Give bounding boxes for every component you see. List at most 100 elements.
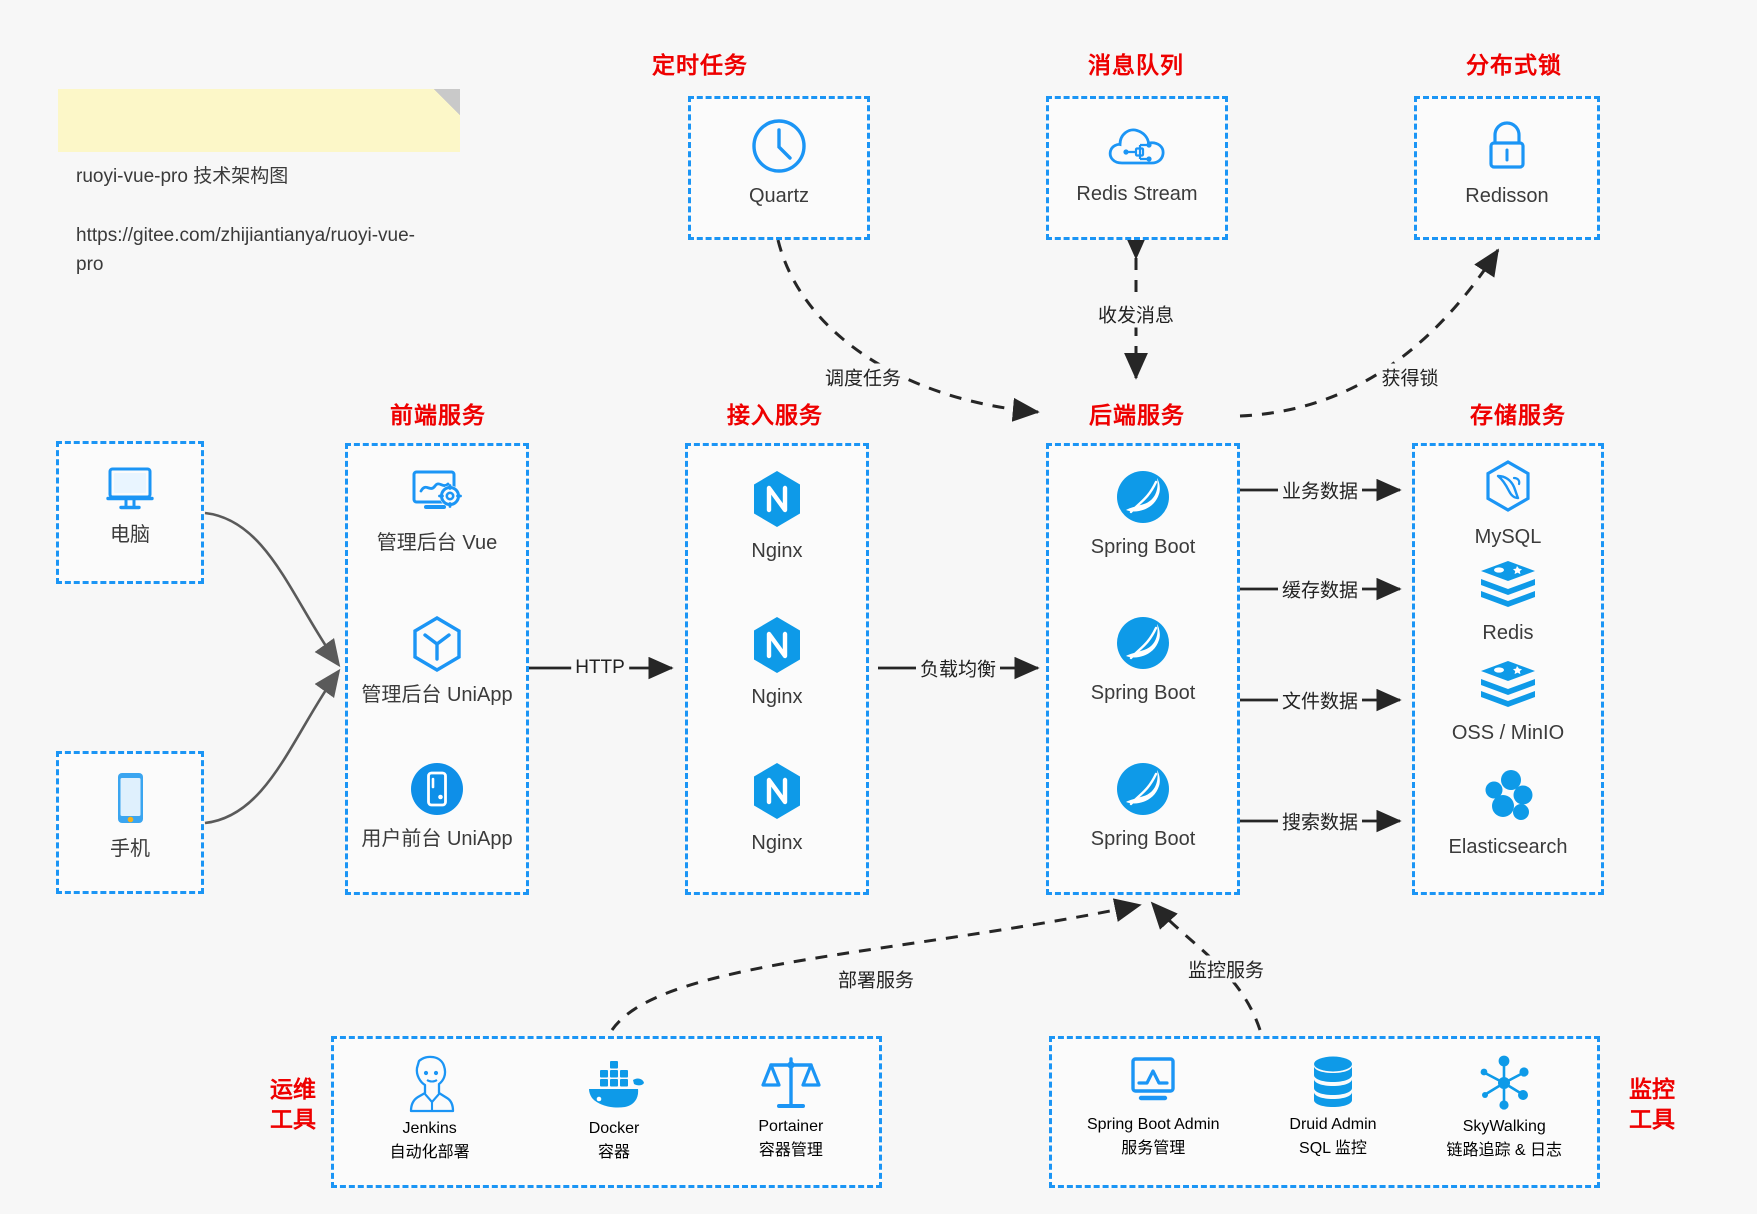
node-label-redis: Redis xyxy=(1482,622,1534,644)
node-nginx-3[interactable]: Nginx xyxy=(688,760,866,856)
group-title-scheduled-task: 定时任务 xyxy=(652,52,748,78)
group-box-devops: Jenkins 自动化部署 xyxy=(331,1036,882,1188)
node-user-uniapp[interactable]: 用户前台 UniApp xyxy=(348,760,526,852)
group-box-storage: MySQL Redis xyxy=(1412,443,1604,895)
docker-whale-icon xyxy=(581,1053,647,1120)
node-spring-boot-admin[interactable]: Spring Boot Admin 服务管理 xyxy=(1086,1053,1220,1158)
node-label-docker: Docker xyxy=(588,1120,640,1137)
edge-label-schedule-task: 调度任务 xyxy=(820,363,906,391)
node-spring-boot-1[interactable]: Spring Boot xyxy=(1049,468,1237,560)
node-druid-admin[interactable]: Druid Admin SQL 监控 xyxy=(1289,1053,1377,1158)
group-box-client-mobile: 手机 xyxy=(56,751,204,894)
node-mobile[interactable]: 手机 xyxy=(59,770,201,862)
node-sublabel-portainer: 容器管理 xyxy=(758,1142,823,1159)
edge-label-search-data: 搜索数据 xyxy=(1277,807,1363,835)
node-label-admin-vue: 管理后台 Vue xyxy=(376,532,498,554)
node-sublabel-spring-boot-admin: 服务管理 xyxy=(1121,1140,1186,1157)
node-oss-minio[interactable]: OSS / MinIO xyxy=(1415,658,1601,746)
node-label-mobile: 手机 xyxy=(110,838,150,860)
nginx-icon xyxy=(748,468,806,530)
edge-label-acquire-lock: 获得锁 xyxy=(1377,363,1443,391)
edge-label-monitor-service: 监控服务 xyxy=(1183,955,1269,983)
node-label-oss-minio: OSS / MinIO xyxy=(1451,722,1565,744)
redis-stack-icon xyxy=(1477,558,1539,612)
node-desktop[interactable]: 电脑 xyxy=(59,462,201,548)
group-title-gateway: 接入服务 xyxy=(727,402,823,428)
scales-icon xyxy=(759,1053,823,1118)
cloud-stream-icon xyxy=(1106,121,1168,173)
node-skywalking[interactable]: SkyWalking 链路追踪 & 日志 xyxy=(1446,1053,1562,1160)
node-spring-boot-3[interactable]: Spring Boot xyxy=(1049,760,1237,852)
hexagon-y-icon xyxy=(408,614,466,674)
group-box-scheduled-task: Quartz xyxy=(688,96,870,240)
spring-boot-icon xyxy=(1114,760,1172,818)
node-label-quartz: Quartz xyxy=(748,185,810,207)
edge-label-cache-data: 缓存数据 xyxy=(1277,575,1363,603)
node-label-druid-admin: Druid Admin xyxy=(1289,1116,1377,1133)
group-box-client-desktop: 电脑 xyxy=(56,441,204,584)
group-title-devops: 运维 工具 xyxy=(270,1076,316,1132)
monitoring-row: Spring Boot Admin 服务管理 Druid Admin xyxy=(1052,1053,1597,1160)
group-box-message-queue: Redis Stream xyxy=(1046,96,1228,240)
node-docker[interactable]: Docker 容器 xyxy=(581,1053,647,1162)
monitor-gear-icon xyxy=(406,466,468,522)
mysql-dolphin-icon xyxy=(1480,458,1536,516)
node-nginx-2[interactable]: Nginx xyxy=(688,614,866,710)
node-jenkins[interactable]: Jenkins 自动化部署 xyxy=(390,1053,470,1162)
node-label-mysql: MySQL xyxy=(1474,526,1542,548)
elasticsearch-icon xyxy=(1478,768,1538,826)
node-spring-boot-2[interactable]: Spring Boot xyxy=(1049,614,1237,706)
node-label-nginx-2: Nginx xyxy=(751,686,803,708)
node-redis-stream[interactable]: Redis Stream xyxy=(1049,121,1225,207)
node-label-admin-uniapp: 管理后台 UniApp xyxy=(361,684,513,706)
node-redis[interactable]: Redis xyxy=(1415,558,1601,646)
node-label-elasticsearch: Elasticsearch xyxy=(1448,836,1568,858)
database-cylinder-icon xyxy=(1305,1053,1361,1116)
node-admin-vue[interactable]: 管理后台 Vue xyxy=(348,466,526,556)
spring-boot-icon xyxy=(1114,614,1172,672)
nginx-icon xyxy=(748,760,806,822)
node-admin-uniapp[interactable]: 管理后台 UniApp xyxy=(348,614,526,708)
devops-row: Jenkins 自动化部署 xyxy=(334,1053,879,1162)
edge-label-file-data: 文件数据 xyxy=(1277,686,1363,714)
node-mysql[interactable]: MySQL xyxy=(1415,458,1601,550)
edge-label-deploy-service: 部署服务 xyxy=(833,965,919,993)
group-title-message-queue: 消息队列 xyxy=(1088,52,1184,78)
group-box-distributed-lock: Redisson xyxy=(1414,96,1600,240)
node-label-redis-stream: Redis Stream xyxy=(1076,183,1198,205)
group-box-monitoring: Spring Boot Admin 服务管理 Druid Admin xyxy=(1049,1036,1600,1188)
node-nginx-1[interactable]: Nginx xyxy=(688,468,866,564)
object-storage-icon xyxy=(1477,658,1539,712)
group-title-monitoring: 监控 工具 xyxy=(1629,1076,1675,1132)
jenkins-butler-icon xyxy=(399,1053,461,1120)
group-box-backend: Spring Boot Spring Boot Spring Boot xyxy=(1046,443,1240,895)
group-box-gateway: Nginx Nginx Nginx xyxy=(685,443,869,895)
monitor-chart-icon xyxy=(1123,1053,1183,1116)
node-label-spring-boot-admin: Spring Boot Admin xyxy=(1086,1116,1220,1133)
edge-label-business-data: 业务数据 xyxy=(1277,476,1363,504)
node-label-desktop: 电脑 xyxy=(110,524,150,546)
note-line-1: ruoyi-vue-pro 技术架构图 xyxy=(76,165,289,187)
note-line-2: https://gitee.com/zhijiantianya/ruoyi-vu… xyxy=(76,224,415,276)
node-label-spring-boot-2: Spring Boot xyxy=(1090,682,1196,704)
group-box-frontend: 管理后台 Vue 管理后台 UniApp 用户前台 UniApp xyxy=(345,443,529,895)
group-title-distributed-lock: 分布式锁 xyxy=(1466,52,1562,78)
node-sublabel-skywalking: 链路追踪 & 日志 xyxy=(1446,1142,1563,1159)
node-quartz[interactable]: Quartz xyxy=(691,117,867,209)
node-sublabel-docker: 容器 xyxy=(598,1144,631,1161)
mobile-phone-icon xyxy=(109,770,151,828)
node-graph-icon xyxy=(1473,1053,1535,1118)
edge-label-send-receive-message: 收发消息 xyxy=(1093,300,1179,328)
node-redisson[interactable]: Redisson xyxy=(1417,117,1597,209)
spring-boot-icon xyxy=(1114,468,1172,526)
node-elasticsearch[interactable]: Elasticsearch xyxy=(1415,768,1601,860)
lock-icon xyxy=(1479,117,1535,175)
node-label-nginx-3: Nginx xyxy=(751,832,803,854)
phone-circle-icon xyxy=(408,760,466,818)
node-portainer[interactable]: Portainer 容器管理 xyxy=(758,1053,823,1160)
edge-label-http: HTTP xyxy=(571,657,629,679)
node-sublabel-druid-admin: SQL 监控 xyxy=(1299,1140,1367,1157)
group-title-frontend: 前端服务 xyxy=(390,402,486,428)
note-fold-corner xyxy=(434,89,460,115)
